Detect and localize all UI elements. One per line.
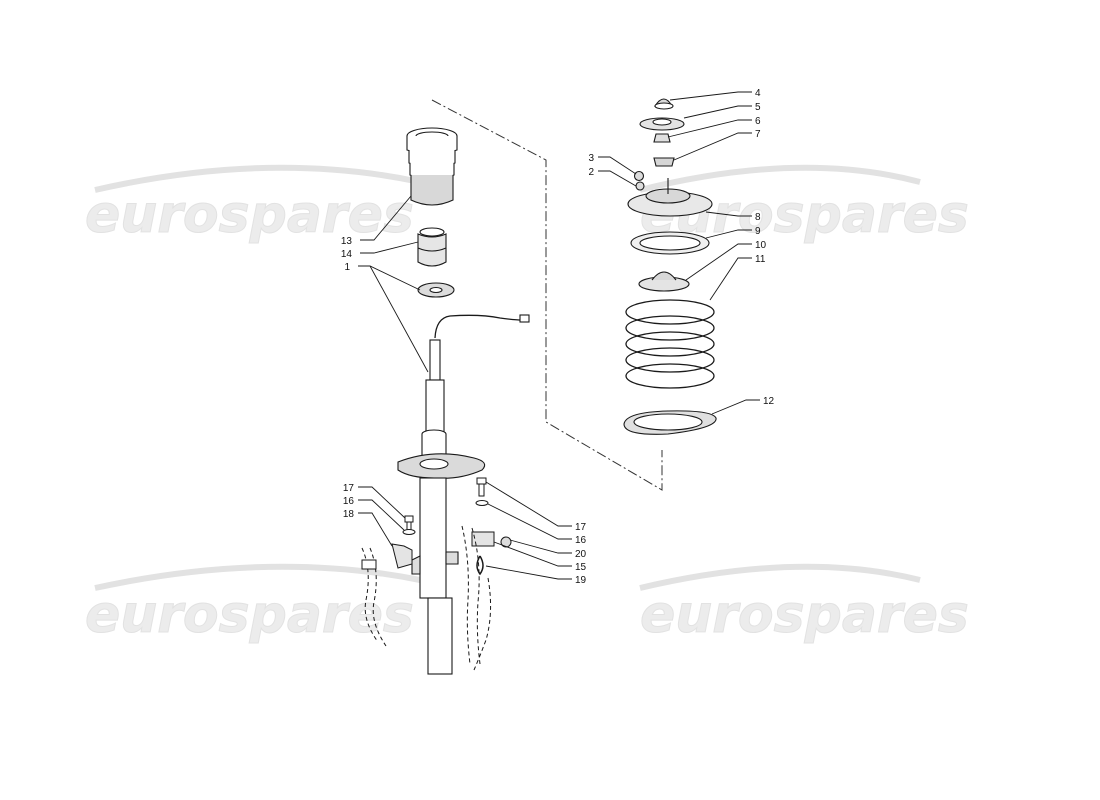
bump-stop-part [417,227,447,267]
piston-rod [429,339,441,381]
callout-label: 2 [588,167,594,178]
coil-spring-part [625,299,715,389]
callout-label: 15 [575,562,587,573]
callout-label: 12 [763,396,775,407]
callout-label: 4 [755,88,761,99]
callout-label: 19 [575,575,587,586]
callout-label: 5 [755,102,761,113]
callout-label: 18 [343,509,355,520]
strut-tube [419,477,447,599]
callout-label: 17 [575,522,587,533]
assembly-centerline [431,99,663,491]
callout-label: 20 [575,549,587,560]
callout-label: 13 [341,236,353,247]
callout-label: 10 [755,240,767,251]
callout-label: 8 [755,212,761,223]
callout-label: 14 [341,249,353,260]
callout-label: 16 [575,535,587,546]
callout-label: 9 [755,226,761,237]
callout-label: 16 [343,496,355,507]
watermark-text: eurospares [640,585,969,645]
callout-label: 7 [755,129,761,140]
callout-label: 3 [588,153,594,164]
sensor-wire [434,314,523,339]
leader-lines [358,91,760,580]
watermark-text: eurospares [85,585,414,645]
seat-washer-part [417,282,455,298]
right-assembly [623,98,717,435]
callout-label: 11 [755,254,766,265]
callout-labels: 13 14 1 17 16 18 17 16 20 15 19 4 5 6 7 … [341,88,775,586]
callout-label: 6 [755,116,761,127]
callout-label: 1 [344,262,350,273]
callout-label: 17 [343,483,355,494]
watermark-text: eurospares [85,185,414,245]
dust-boot-part [406,127,458,206]
mid-fasteners [461,477,512,671]
left-assembly [397,127,530,675]
left-fasteners [361,515,416,647]
